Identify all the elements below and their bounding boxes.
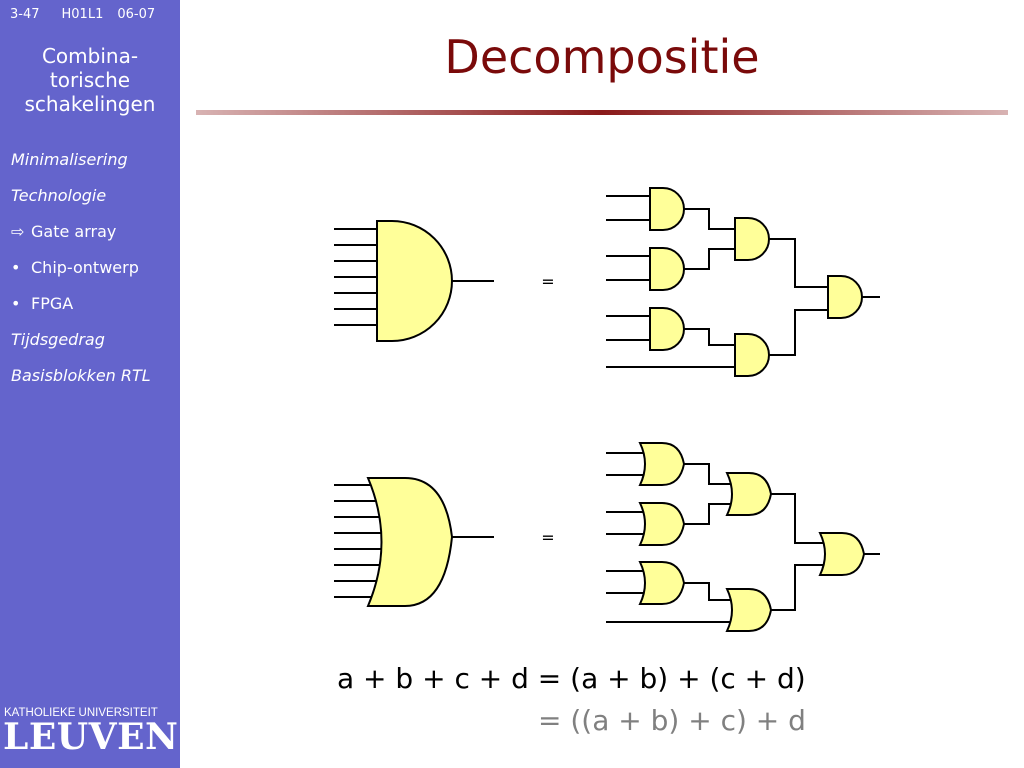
arrow-right-icon: ⇨ bbox=[11, 222, 25, 241]
university-logo-small: KATHOLIEKE UNIVERSITEIT bbox=[4, 707, 158, 719]
slide-meta: 3-47 H01L1 06-07 bbox=[10, 7, 175, 22]
equals-sign-top: = bbox=[541, 272, 554, 291]
or-gate-tree bbox=[606, 442, 880, 632]
equals-sign-bottom: = bbox=[541, 528, 554, 547]
sidebar: 3-47 H01L1 06-07 Combina- torische schak… bbox=[0, 0, 180, 768]
formula-line-1: a + b + c + d = (a + b) + (c + d) bbox=[337, 662, 806, 695]
formula-line-2: = ((a + b) + c) + d bbox=[538, 704, 806, 737]
bullet-icon: • bbox=[11, 258, 21, 277]
slide-number: 3-47 bbox=[10, 7, 40, 22]
nav-item-label: Minimalisering bbox=[11, 150, 128, 169]
chapter-title-line: schakelingen bbox=[24, 92, 156, 116]
nav-item-chip-ontwerp[interactable]: • Chip-ontwerp bbox=[11, 257, 177, 293]
nav-item-label: FPGA bbox=[31, 294, 74, 313]
chapter-title-line: torische bbox=[49, 68, 131, 92]
chapter-title-line: Combina- bbox=[41, 44, 139, 68]
university-logo: LEUVEN bbox=[3, 716, 179, 758]
chapter-title: Combina- torische schakelingen bbox=[0, 44, 180, 116]
nav-item-label: Tijdsgedrag bbox=[11, 330, 105, 349]
nav-item-technologie[interactable]: Technologie bbox=[11, 185, 177, 221]
and-gate-tree bbox=[606, 187, 880, 377]
or-gate-8-input bbox=[334, 477, 494, 607]
bullet-icon: • bbox=[11, 294, 21, 313]
nav-item-label: Basisblokken RTL bbox=[11, 366, 151, 385]
section-nav: Minimalisering Technologie ⇨ Gate array •… bbox=[11, 149, 177, 401]
nav-item-gate-array[interactable]: ⇨ Gate array bbox=[11, 221, 177, 257]
title-divider bbox=[196, 110, 1008, 115]
academic-year: 06-07 bbox=[117, 7, 156, 22]
nav-item-minimalisering[interactable]: Minimalisering bbox=[11, 149, 177, 185]
nav-item-label: Chip-ontwerp bbox=[31, 258, 139, 277]
nav-item-basisblokken-rtl[interactable]: Basisblokken RTL bbox=[11, 365, 177, 401]
nav-item-label: Technologie bbox=[11, 186, 107, 205]
slide-title: Decompositie bbox=[444, 30, 760, 84]
and-gate-8-input bbox=[334, 220, 494, 342]
nav-item-fpga[interactable]: • FPGA bbox=[11, 293, 177, 329]
nav-item-label: Gate array bbox=[31, 222, 117, 241]
nav-item-tijdsgedrag[interactable]: Tijdsgedrag bbox=[11, 329, 177, 365]
course-code: H01L1 bbox=[61, 7, 104, 22]
